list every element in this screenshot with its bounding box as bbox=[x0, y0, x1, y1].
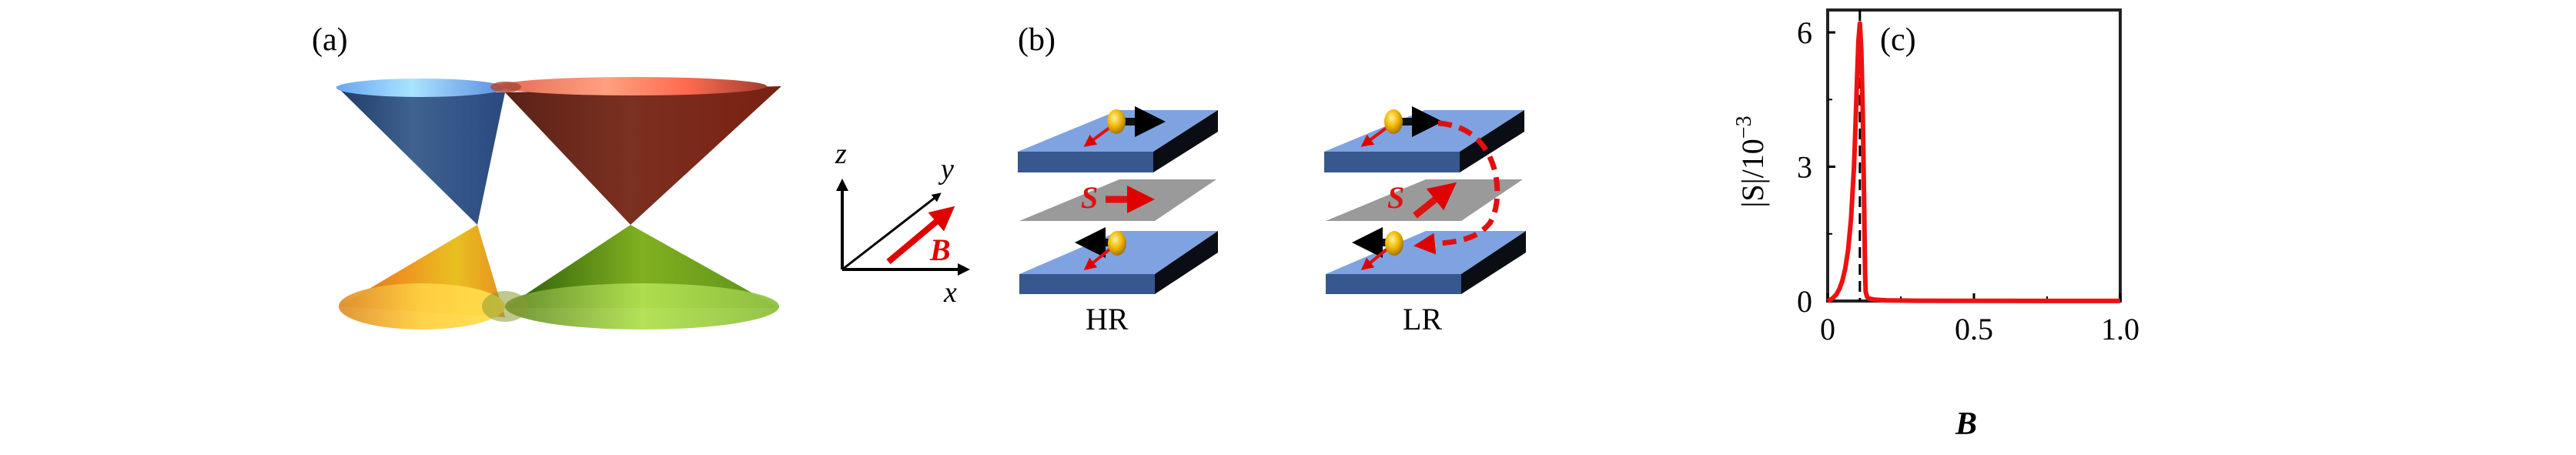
panel-c-label: (c) bbox=[1880, 22, 1916, 58]
y-axis-title: |S|/10−3 bbox=[1732, 115, 1770, 207]
hr-bottom-electron bbox=[1108, 231, 1126, 256]
panel-b-label: (b) bbox=[1018, 22, 1055, 58]
lr-top-slab bbox=[1324, 106, 1524, 172]
hr-top-spin-arrow bbox=[1083, 124, 1114, 147]
plot-frame bbox=[1826, 8, 2122, 303]
lr-bottom-electron bbox=[1385, 231, 1403, 256]
y-tick-label: 3 bbox=[1797, 150, 1812, 185]
hr-top-electron bbox=[1107, 109, 1126, 134]
lr-configuration: S LR bbox=[1324, 106, 1526, 336]
x-ticks: 0 0.5 1.0 bbox=[1820, 293, 2139, 346]
panel-a-label: (a) bbox=[312, 22, 348, 58]
series-line-spin-magnitude bbox=[1826, 21, 2120, 303]
panel-b: (b) S bbox=[1018, 22, 1526, 336]
hr-bottom-slab bbox=[1019, 227, 1218, 294]
hr-spacer-layer: S bbox=[1019, 179, 1216, 221]
x-axis-label: x bbox=[943, 276, 957, 309]
panel-a: (a) z y bbox=[312, 22, 970, 330]
lower-left-cone bbox=[339, 225, 505, 330]
lr-spacer-layer: S bbox=[1326, 179, 1523, 221]
hr-configuration: S HR bbox=[1018, 106, 1218, 336]
lr-spin-label: S bbox=[1387, 180, 1404, 215]
y-tick-label: 0 bbox=[1797, 284, 1812, 319]
lr-bottom-slab bbox=[1326, 227, 1526, 294]
hr-bottom-spin-arrow bbox=[1083, 245, 1115, 271]
coordinate-axes: z y x B bbox=[835, 138, 970, 309]
lr-top-spin-arrow bbox=[1360, 124, 1391, 147]
lr-spin-accumulation-arrow bbox=[1413, 182, 1457, 219]
hr-spin-label: S bbox=[1081, 180, 1098, 215]
x-tick-label: 0.5 bbox=[1955, 312, 1993, 346]
z-axis-label: z bbox=[835, 138, 847, 170]
panel-c-chart: 0 0.5 1.0 0 3 6 (c) B |S|/10−3 bbox=[1732, 8, 2139, 442]
lr-label: LR bbox=[1403, 302, 1442, 336]
lr-top-electron bbox=[1384, 109, 1403, 134]
spin-transfer-dashed-arrow bbox=[1413, 120, 1500, 255]
y-tick-label: 6 bbox=[1797, 15, 1812, 50]
upper-right-cone bbox=[490, 77, 781, 225]
x-tick-label: 1.0 bbox=[2101, 312, 2139, 346]
hr-label: HR bbox=[1086, 302, 1129, 336]
x-tick-label: 0 bbox=[1820, 312, 1835, 346]
lower-right-cone bbox=[482, 225, 779, 330]
y-axis-title-main: |S|/10 bbox=[1735, 139, 1770, 207]
y-axis-title-exponent: −3 bbox=[1732, 115, 1756, 139]
hr-top-slab bbox=[1018, 106, 1218, 172]
field-label: B bbox=[929, 233, 951, 267]
y-axis bbox=[841, 192, 942, 271]
svg-text:|S|/10−3: |S|/10−3 bbox=[1732, 115, 1770, 207]
field-arrow bbox=[886, 206, 955, 265]
lr-bottom-spin-arrow bbox=[1360, 245, 1392, 271]
upper-left-cone bbox=[336, 79, 505, 225]
y-axis-label: y bbox=[938, 153, 954, 186]
y-ticks: 0 3 6 bbox=[1797, 15, 1835, 319]
x-axis-title: B bbox=[1955, 406, 1977, 442]
